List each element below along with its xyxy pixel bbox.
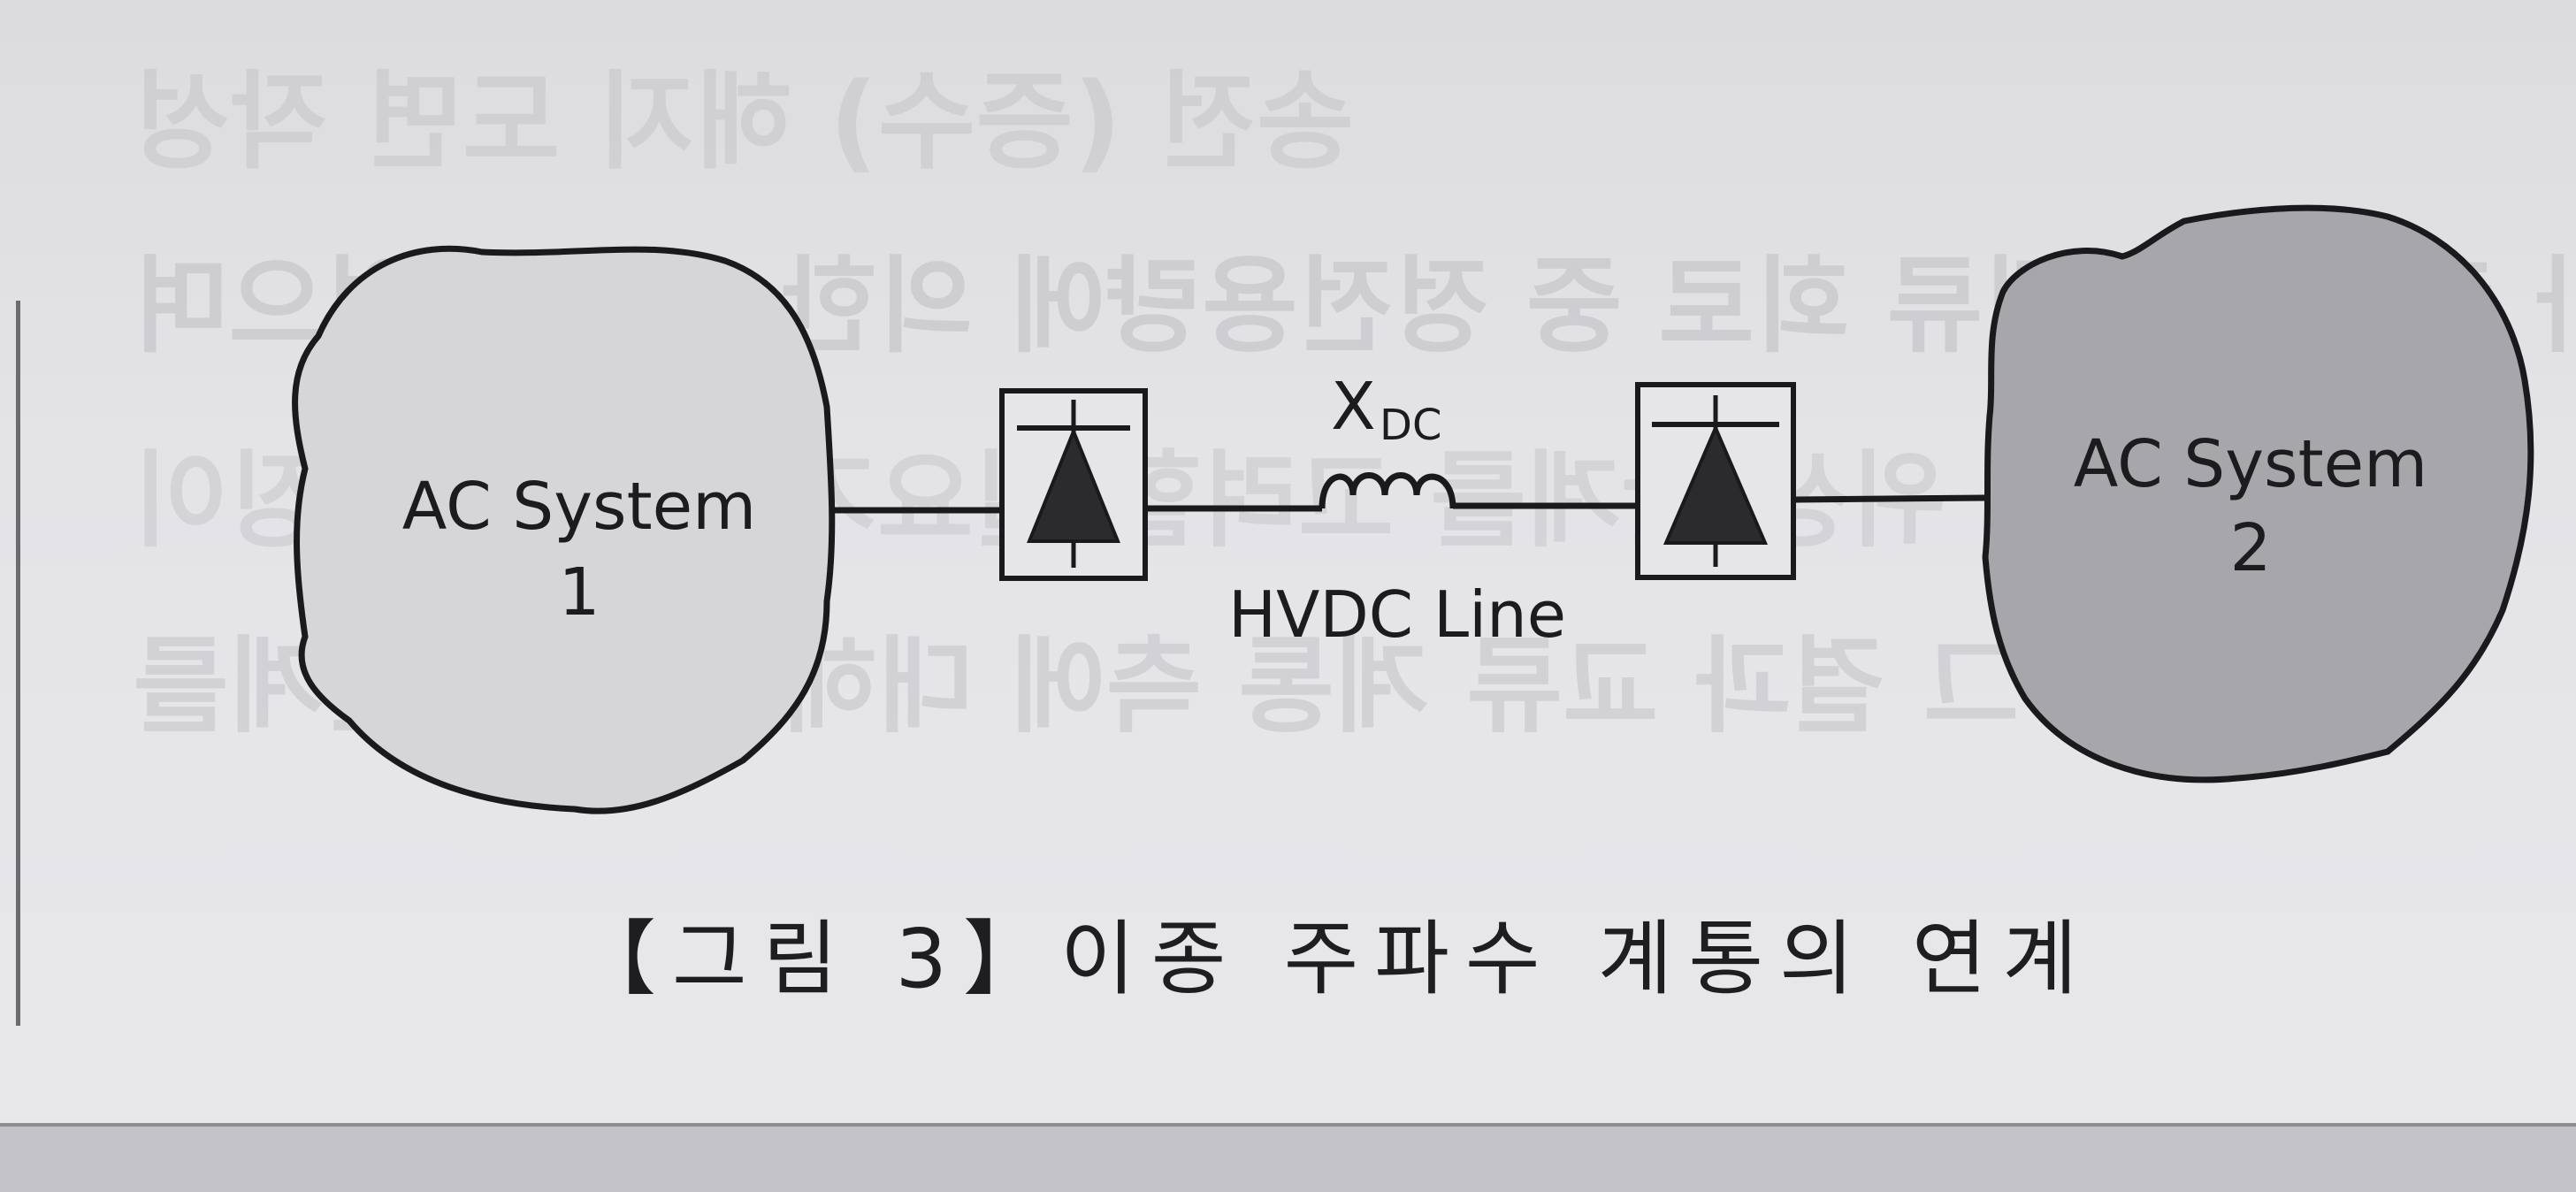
ac-system-2-number: 2 (2229, 510, 2271, 586)
hvdc-diagram: AC System 1 AC System 2 X DC HVDC Line (292, 204, 2534, 814)
reactor-subscript: DC (1380, 401, 1441, 450)
ac-system-1-label: AC System (402, 469, 756, 545)
dc-reactor-coil-icon (1319, 472, 1456, 509)
converter-2-icon (1635, 382, 1796, 580)
figure-caption: 【그림 3】이종 주파수 계통의 연계 (575, 912, 2094, 1006)
converter2-to-ac2-line (1792, 494, 1986, 503)
converter-1-icon (999, 388, 1148, 581)
ac-system-2-label: AC System (2074, 426, 2427, 502)
ac-system-2-cloud (1982, 204, 2534, 783)
ac-system-1-cloud (292, 245, 836, 814)
reactor-symbol: X (1331, 369, 1376, 445)
hvdc-line-label: HVDC Line (1228, 577, 1566, 652)
ac-system-1-number: 1 (558, 554, 600, 630)
page-edge-strip (0, 1123, 2576, 1192)
margin-rule (16, 301, 20, 1026)
